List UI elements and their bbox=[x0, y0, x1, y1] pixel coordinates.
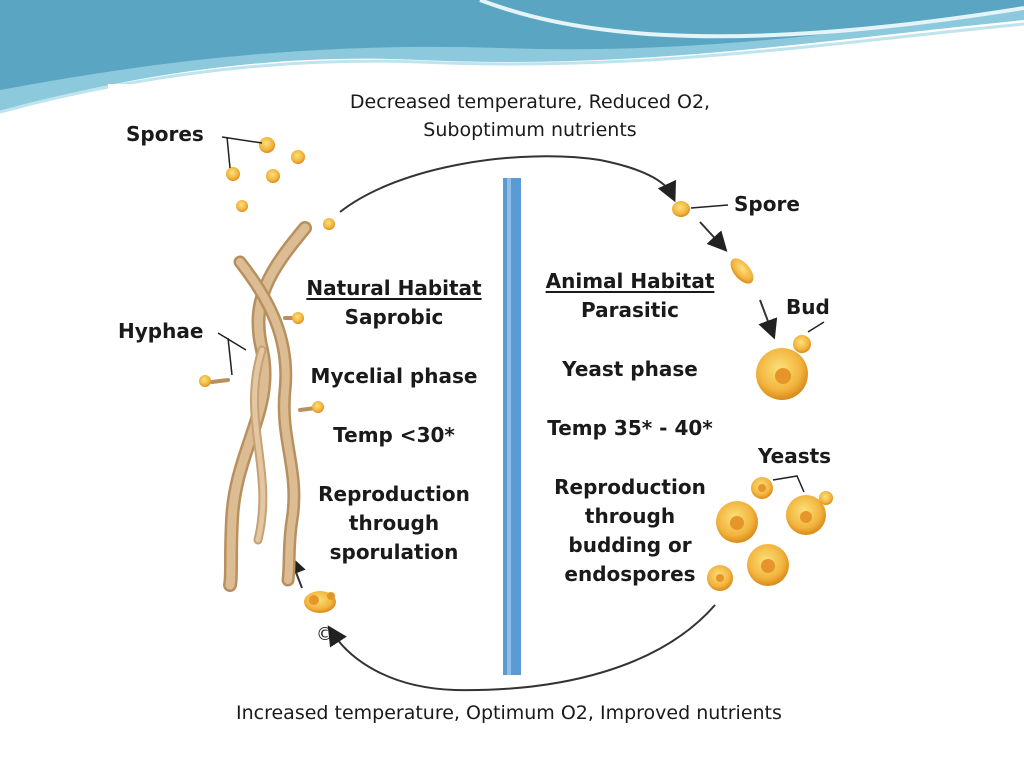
diagram-panel bbox=[108, 84, 858, 744]
spore-cell bbox=[672, 201, 690, 217]
animal-habitat-phase: Yeast phase bbox=[562, 357, 698, 381]
spores-label: Spores bbox=[126, 122, 204, 146]
animal-habitat-type: Parasitic bbox=[580, 298, 679, 322]
arrow-to-bud bbox=[758, 299, 778, 340]
animal-habitat-repro4: endospores bbox=[564, 562, 696, 586]
hyphae-label: Hyphae bbox=[118, 319, 204, 343]
top-condition-line1: Decreased temperature, Reduced O2, bbox=[349, 91, 711, 113]
natural-habitat-phase: Mycelial phase bbox=[310, 364, 478, 388]
animal-habitat-column: Animal Habitat Parasitic Yeast phase Tem… bbox=[528, 267, 732, 589]
cycle-arc-bottom bbox=[327, 604, 716, 692]
animal-habitat-repro3: budding or bbox=[568, 533, 692, 557]
bud-label: Bud bbox=[786, 295, 830, 319]
germinating-cell bbox=[730, 258, 754, 284]
natural-habitat-column: Natural Habitat Saprobic Mycelial phase … bbox=[288, 274, 500, 567]
arrow-spore-to-elongated bbox=[699, 221, 728, 252]
yeasts-label: Yeasts bbox=[758, 444, 832, 468]
copyright-mark: © bbox=[316, 624, 334, 645]
yeasts-cluster bbox=[707, 477, 833, 591]
natural-habitat-heading: Natural Habitat bbox=[306, 276, 482, 300]
natural-habitat-temp: Temp <30* bbox=[333, 423, 455, 447]
animal-habitat-repro1: Reproduction bbox=[554, 475, 706, 499]
natural-habitat-type: Saprobic bbox=[344, 305, 444, 329]
animal-habitat-temp: Temp 35* - 40* bbox=[547, 416, 713, 440]
spores-cluster bbox=[226, 137, 335, 230]
cycle-arc-top bbox=[339, 155, 676, 213]
top-condition: Decreased temperature, Reduced O2, Subop… bbox=[320, 88, 740, 144]
top-condition-line2: Suboptimum nutrients bbox=[423, 119, 637, 141]
natural-habitat-repro2: through bbox=[348, 511, 440, 535]
animal-habitat-repro2: through bbox=[584, 504, 676, 528]
top-wave-decoration bbox=[0, 0, 1024, 114]
natural-habitat-repro3: sporulation bbox=[329, 540, 459, 564]
animal-habitat-heading: Animal Habitat bbox=[545, 269, 715, 293]
spore-label: Spore bbox=[734, 192, 800, 216]
bottom-condition: Increased temperature, Optimum O2, Impro… bbox=[236, 702, 782, 724]
natural-habitat-repro1: Reproduction bbox=[318, 482, 470, 506]
hyphae-filaments bbox=[210, 221, 318, 592]
habitat-divider bbox=[503, 178, 521, 675]
